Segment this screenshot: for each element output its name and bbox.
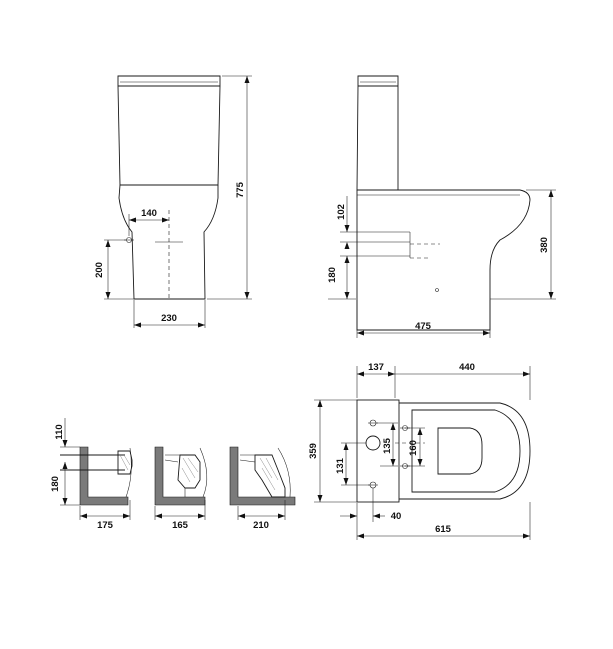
side-view: 102 180 380 475 — [327, 75, 556, 338]
installation-detail-1: 110 180 175 — [50, 418, 133, 531]
side-tank — [356, 75, 399, 191]
dim-front-inlet-height: 200 — [94, 262, 105, 278]
installation-detail-3: 210 — [229, 446, 296, 531]
plan-bowl — [399, 402, 531, 500]
dim-detail-3-depth: 210 — [253, 520, 269, 531]
dim-front-center-offset: 140 — [141, 208, 157, 219]
front-bowl — [118, 184, 219, 300]
dim-side-depth: 475 — [415, 321, 432, 332]
side-bowl — [356, 189, 531, 331]
front-tank — [117, 75, 221, 186]
dim-front-base-width: 230 — [161, 313, 177, 324]
dim-wall-pipe-offset: 110 — [54, 424, 65, 439]
dim-plan-tank-offset: 137 — [368, 362, 384, 373]
dim-plan-hole-spacing-c: 160 — [408, 440, 419, 456]
dim-side-outlet-height-low: 180 — [327, 267, 338, 283]
dim-plan-bowl-length: 440 — [459, 362, 475, 373]
dim-side-outlet-height-high: 380 — [539, 237, 550, 253]
dim-plan-width: 359 — [308, 443, 319, 459]
plan-view: 137 440 359 131 135 160 — [308, 362, 531, 540]
plan-seat-opening — [437, 427, 483, 475]
front-view: 775 140 200 230 — [94, 75, 252, 328]
dim-side-inlet-gap: 102 — [336, 204, 347, 220]
installation-detail-2: 165 — [154, 446, 208, 531]
dim-wall-pipe-height: 180 — [50, 476, 61, 492]
dim-plan-edge-offset: 40 — [391, 511, 402, 522]
plan-flush-hole — [365, 435, 381, 451]
dim-plan-hole-spacing-a: 135 — [382, 437, 393, 454]
plan-tank — [356, 399, 400, 503]
dim-detail-1-depth: 175 — [97, 520, 114, 531]
dim-plan-hole-spacing-b: 131 — [335, 457, 346, 474]
dim-plan-total-length: 615 — [435, 524, 452, 535]
dim-front-height: 775 — [235, 181, 246, 198]
dim-detail-2-depth: 165 — [172, 520, 189, 531]
